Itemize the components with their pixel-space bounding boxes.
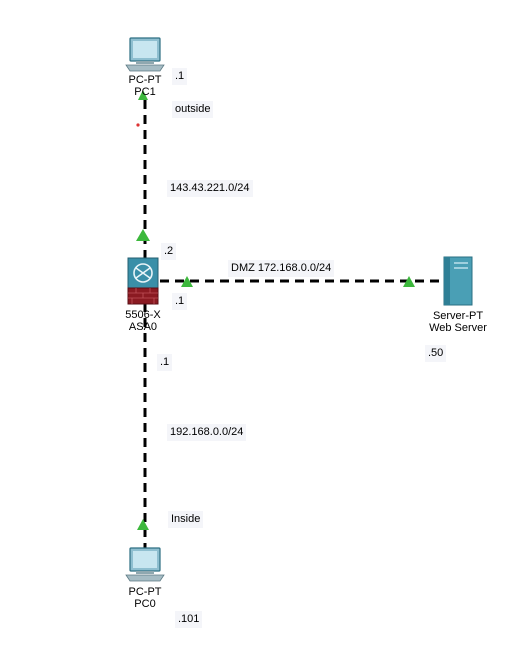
server-host-label: .50 — [425, 345, 447, 362]
dmz-network-label: DMZ 172.168.0.0/24 — [228, 260, 335, 277]
inside-network-label: 192.168.0.0/24 — [167, 424, 247, 441]
port-up-icon — [137, 519, 149, 530]
asa-outside-ip-label: .2 — [161, 243, 177, 260]
asa-name: ASA0 — [128, 321, 158, 333]
pc1-computer-icon[interactable] — [125, 37, 165, 72]
server-type: Server-PT — [432, 310, 484, 322]
port-up-icon — [138, 90, 148, 100]
asa-dmz-ip-label: .1 — [172, 293, 188, 310]
asa-device-label: 5506-X ASA0 — [113, 309, 173, 333]
pc0-type: PC-PT — [128, 586, 162, 598]
server-icon[interactable] — [443, 256, 473, 306]
pc1-device-label: PC-PT PC1 — [124, 74, 166, 98]
port-down-icon — [136, 123, 140, 127]
port-up-icon — [136, 229, 150, 241]
asa-model: 5506-X — [125, 309, 161, 321]
pc0-name: PC0 — [134, 598, 156, 610]
pc1-host-label: .1 — [172, 68, 188, 85]
pc0-host-label: .101 — [175, 611, 203, 628]
port-up-icon — [403, 276, 415, 287]
server-name: Web Server — [429, 322, 487, 334]
pc0-device-label: PC-PT PC0 — [124, 586, 166, 610]
inside-label: Inside — [168, 511, 204, 528]
outside-label: outside — [172, 101, 214, 118]
outside-network-label: 143.43.221.0/24 — [167, 180, 253, 197]
pc0-computer-icon[interactable] — [125, 547, 165, 582]
server-device-label: Server-PT Web Server — [420, 310, 496, 334]
port-up-icon — [181, 276, 193, 287]
asa-firewall-icon[interactable] — [127, 257, 159, 305]
pc1-name: PC1 — [134, 86, 156, 98]
pc1-type: PC-PT — [128, 74, 162, 86]
asa-inside-ip-label: .1 — [157, 354, 173, 371]
